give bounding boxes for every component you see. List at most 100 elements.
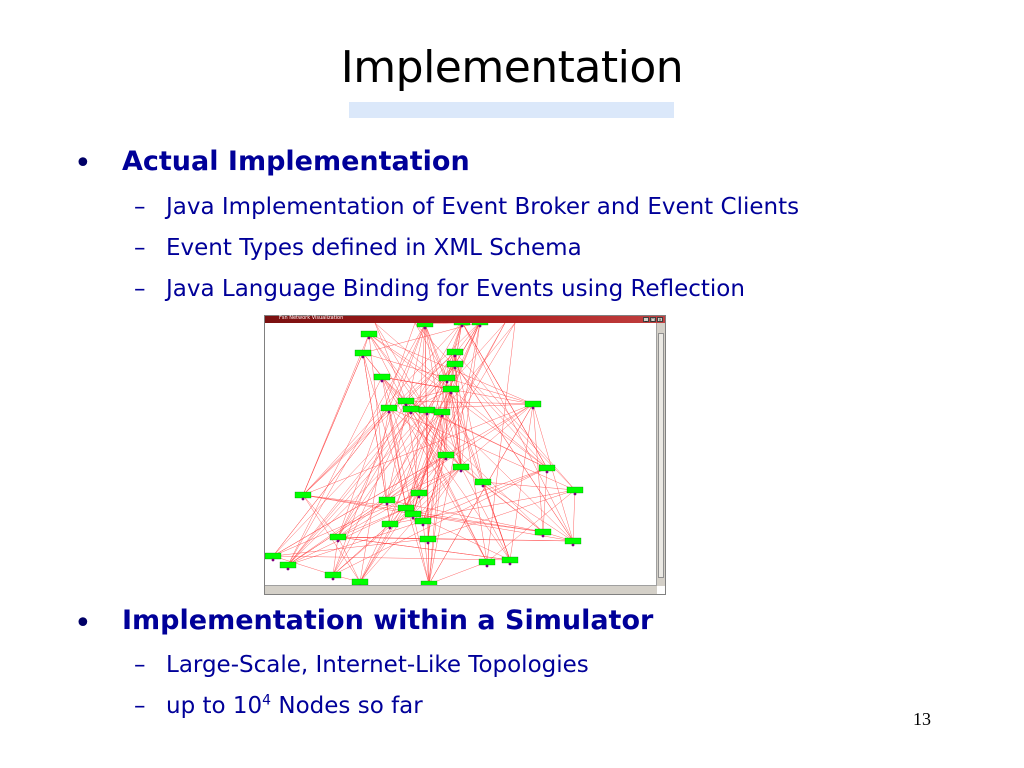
- node-marker: [571, 543, 575, 547]
- network-edge: [441, 323, 516, 413]
- network-node[interactable]: [564, 537, 582, 545]
- node-marker: [459, 469, 463, 473]
- network-node[interactable]: [446, 360, 464, 368]
- network-edge: [454, 363, 574, 542]
- network-node[interactable]: [294, 491, 312, 499]
- network-node[interactable]: [442, 385, 460, 393]
- network-edge: [422, 467, 548, 522]
- network-node[interactable]: [404, 510, 422, 518]
- network-edge: [428, 561, 488, 585]
- node-marker: [508, 562, 512, 566]
- network-node[interactable]: [524, 400, 542, 408]
- network-edge: [422, 520, 430, 585]
- node-marker: [449, 391, 453, 395]
- minimize-button[interactable]: _: [643, 317, 649, 322]
- network-node[interactable]: [474, 478, 492, 486]
- network-node[interactable]: [478, 558, 496, 566]
- network-node[interactable]: [373, 373, 391, 381]
- network-edge: [302, 494, 339, 538]
- network-node[interactable]: [381, 520, 399, 528]
- network-edge: [302, 352, 364, 496]
- network-edge: [359, 323, 516, 583]
- network-edge: [410, 388, 452, 410]
- network-node[interactable]: [446, 348, 464, 356]
- network-node[interactable]: [418, 406, 436, 414]
- network-edge: [337, 536, 429, 540]
- network-node[interactable]: [416, 323, 434, 328]
- bullet-marker: •: [74, 606, 92, 641]
- network-node[interactable]: [438, 374, 456, 382]
- network-node[interactable]: [534, 528, 552, 536]
- network-edge: [424, 323, 511, 561]
- network-edge: [424, 323, 462, 468]
- network-node[interactable]: [397, 397, 415, 405]
- network-edge: [332, 408, 412, 576]
- network-edge: [368, 333, 428, 411]
- network-node[interactable]: [501, 556, 519, 564]
- scrollbar-thumb[interactable]: [658, 333, 664, 578]
- network-node[interactable]: [402, 405, 420, 413]
- network-node[interactable]: [410, 489, 428, 497]
- window-titlebar[interactable]: Fsn Network Visualization _ □ ×: [265, 315, 665, 323]
- network-edge: [272, 555, 334, 576]
- network-edge: [386, 409, 428, 501]
- network-node[interactable]: [414, 517, 432, 525]
- network-edge: [287, 520, 424, 566]
- network-edge: [532, 403, 574, 542]
- network-edge: [337, 466, 462, 538]
- network-node[interactable]: [360, 330, 378, 338]
- network-node[interactable]: [354, 349, 372, 357]
- network-node[interactable]: [538, 464, 556, 472]
- node-marker: [385, 502, 389, 506]
- network-edge: [302, 403, 534, 496]
- network-node[interactable]: [324, 571, 342, 579]
- network-edge: [446, 323, 480, 379]
- network-edge: [332, 403, 534, 576]
- network-edge: [337, 507, 407, 538]
- network-edge: [412, 454, 447, 515]
- network-edge: [427, 538, 574, 542]
- network-edge: [460, 466, 544, 533]
- vertical-scrollbar[interactable]: [656, 323, 665, 586]
- close-button[interactable]: ×: [657, 317, 663, 322]
- network-edge: [388, 407, 407, 509]
- network-edge: [450, 388, 511, 561]
- network-edge: [424, 323, 459, 325]
- maximize-button[interactable]: □: [650, 317, 656, 322]
- node-marker: [367, 336, 371, 340]
- node-marker: [453, 366, 457, 370]
- network-node[interactable]: [380, 404, 398, 412]
- network-node[interactable]: [329, 533, 347, 541]
- network-node[interactable]: [279, 561, 297, 569]
- network-node[interactable]: [452, 463, 470, 471]
- horizontal-scrollbar[interactable]: [265, 585, 657, 594]
- network-edge: [359, 466, 462, 583]
- network-edge: [362, 352, 430, 585]
- node-marker: [453, 354, 457, 358]
- network-edge: [450, 388, 548, 469]
- network-edge: [368, 333, 488, 563]
- network-edge: [368, 333, 548, 469]
- network-node[interactable]: [437, 451, 455, 459]
- network-node[interactable]: [265, 552, 282, 560]
- network-edge: [446, 377, 462, 468]
- network-edge: [482, 481, 576, 491]
- network-node[interactable]: [419, 535, 437, 543]
- network-edge: [332, 523, 391, 576]
- slide-title: Implementation: [340, 42, 684, 93]
- network-node[interactable]: [566, 486, 584, 494]
- dash-marker: –: [134, 276, 146, 302]
- dash-marker: –: [134, 194, 146, 220]
- sub-bullet: –Large-Scale, Internet-Like Topologies: [134, 652, 589, 678]
- network-node[interactable]: [433, 408, 451, 416]
- network-node[interactable]: [397, 504, 415, 512]
- network-edge: [272, 555, 511, 561]
- network-edge: [428, 323, 481, 585]
- network-node[interactable]: [378, 496, 396, 504]
- node-marker: [425, 412, 429, 416]
- node-marker: [380, 379, 384, 383]
- network-edge: [359, 407, 390, 583]
- title-underline-bar: [349, 102, 674, 118]
- network-edge: [359, 323, 506, 583]
- sub-bullet: –Java Language Binding for Events using …: [134, 276, 745, 302]
